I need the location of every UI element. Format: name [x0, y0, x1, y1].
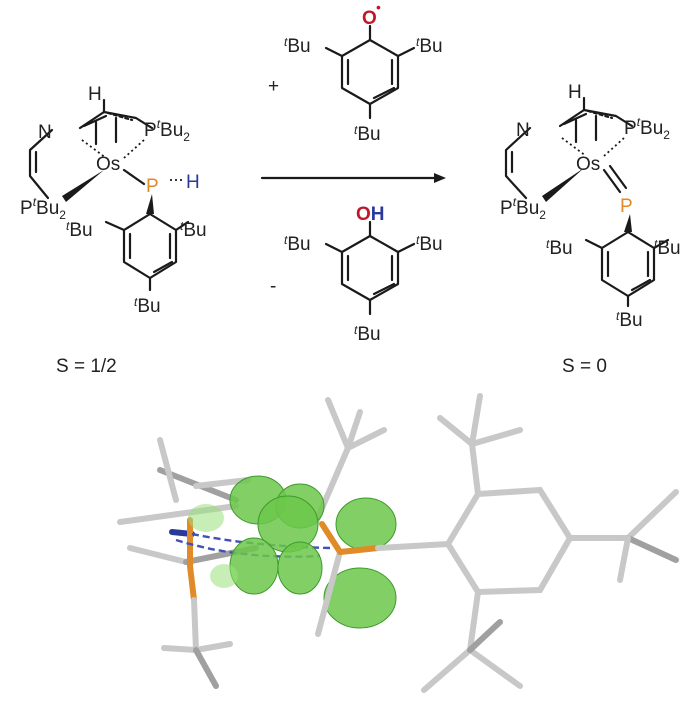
plus-sign: + — [268, 76, 279, 97]
product-aryl-tbu-right: tBu — [654, 237, 681, 259]
phenol-tbu-left: tBu — [284, 233, 311, 255]
reactant-aryl-tbu-right: tBu — [180, 219, 207, 241]
reactant-pbu2-top: PtBu2 — [144, 117, 190, 144]
reactant-spin-state: S = 1/2 — [56, 356, 117, 377]
product-n-atom: N — [516, 120, 530, 141]
spin-density-3d-model — [117, 393, 679, 693]
reaction-arrow-section: + - O • tBu tBu tBu O — [260, 0, 446, 345]
product-complex: H N Os PtBu2 PtBu2 P tBu tBu tBu S = 0 — [500, 82, 681, 377]
product-spin-state: S = 0 — [562, 356, 607, 377]
reactant-aryl-tbu-left: tBu — [66, 219, 93, 241]
reactant-phosphide-p: P — [146, 176, 159, 197]
reactant-complex: H N Os PtBu2 PtBu2 P H tBu tBu tBu S = 1… — [20, 84, 207, 377]
phenol-oh: OH — [356, 204, 385, 225]
radical-tbu-left: tBu — [284, 35, 311, 57]
product-pbu2-top: PtBu2 — [624, 115, 670, 142]
product-os-atom: Os — [576, 154, 600, 175]
reactant-phosphide-h: H — [186, 172, 200, 193]
radical-tbu-bottom: tBu — [354, 123, 381, 145]
phenol-tbu-bottom: tBu — [354, 323, 381, 345]
product-aryl-tbu-left: tBu — [546, 237, 573, 259]
product-phosphinidene-p: P — [620, 196, 633, 217]
reactant-n-atom: N — [38, 122, 52, 143]
reactant-allyl-h: H — [88, 84, 102, 105]
minus-sign: - — [270, 276, 276, 297]
radical-dot: • — [376, 0, 381, 15]
reactant-os-atom: Os — [96, 154, 120, 175]
radical-oxygen: O — [362, 8, 377, 29]
product-aryl-tbu-bottom: tBu — [616, 309, 643, 331]
phenol-tbu-right: tBu — [416, 233, 443, 255]
product-allyl-h: H — [568, 82, 582, 103]
phenoxyl-radical: O • tBu tBu tBu — [284, 0, 443, 145]
reactant-aryl-tbu-bottom: tBu — [134, 295, 161, 317]
reactant-pbu2-bottom: PtBu2 — [20, 195, 66, 222]
phenol-byproduct: OH tBu tBu tBu — [284, 204, 443, 345]
product-pbu2-bottom: PtBu2 — [500, 195, 546, 222]
radical-tbu-right: tBu — [416, 35, 443, 57]
